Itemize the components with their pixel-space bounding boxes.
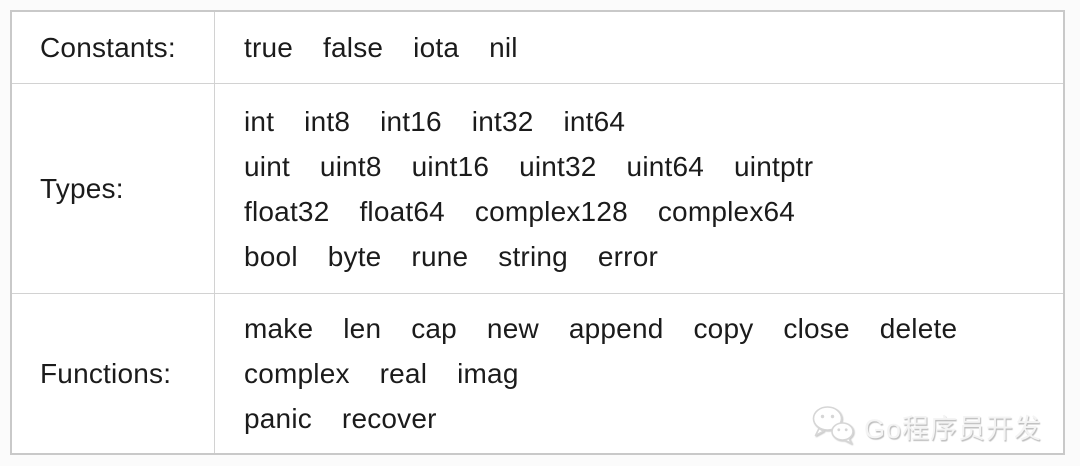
keyword-line: panic recover — [244, 403, 437, 434]
go-predeclared-identifiers-table: Constants: true false iota nil Types: in… — [10, 10, 1065, 455]
row-label-types: Types: — [12, 84, 215, 293]
row-content-functions: make len cap new append copy close delet… — [215, 294, 1063, 453]
keyword-line: bool byte rune string error — [244, 240, 659, 272]
keyword-line: complex real imag — [244, 358, 519, 389]
keyword-line: true false iota nil — [244, 32, 518, 63]
table-row-constants: Constants: true false iota nil — [12, 12, 1063, 84]
row-label-functions: Functions: — [12, 294, 215, 453]
keyword-line: make len cap new append copy close delet… — [244, 313, 958, 344]
keyword-line: uint uint8 uint16 uint32 uint64 uintptr — [244, 150, 814, 182]
table-row-types: Types: int int8 int16 int32 int64 uint u… — [12, 84, 1063, 294]
table-row-functions: Functions: make len cap new append copy … — [12, 294, 1063, 453]
row-content-types: int int8 int16 int32 int64 uint uint8 ui… — [215, 84, 1063, 293]
row-label-constants: Constants: — [12, 12, 215, 83]
row-content-constants: true false iota nil — [215, 12, 1063, 83]
keyword-line: float32 float64 complex128 complex64 — [244, 195, 796, 227]
keyword-line: int int8 int16 int32 int64 — [244, 105, 626, 137]
